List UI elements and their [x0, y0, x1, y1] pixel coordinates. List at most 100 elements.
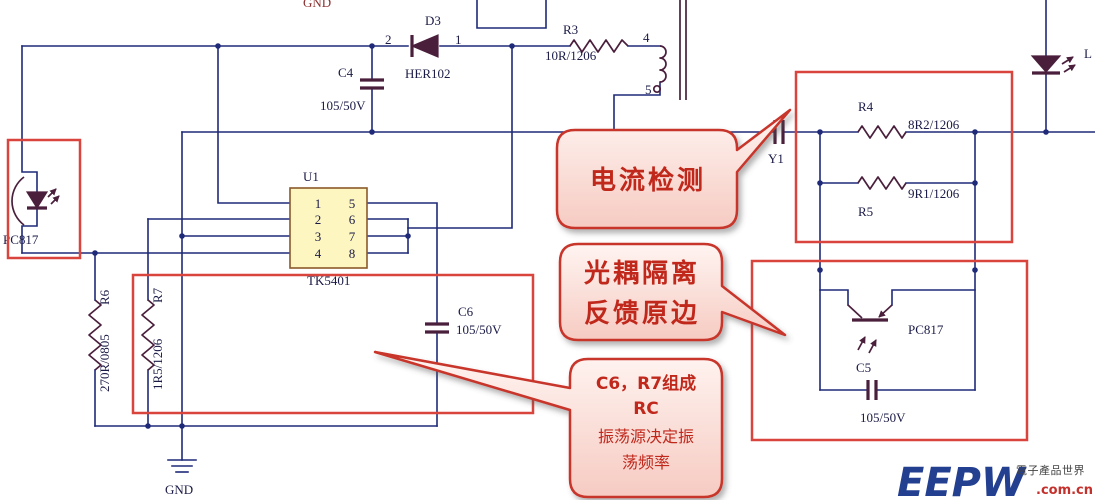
phototransistor-right-wire [891, 289, 976, 306]
u1-pin-label: 7 [349, 229, 356, 244]
r7-value-label: 1R5/1206 [150, 338, 165, 390]
junction-dot [817, 180, 823, 186]
r6-ref-label: R6 [97, 289, 112, 305]
r4-value-label: 8R2/1206 [908, 117, 960, 132]
callout-rc-oscillator: C6，R7组成 RC 振荡源决定振 荡频率 [373, 350, 724, 499]
eepw-watermark-logo: EEPW 電子產品世界 .com.cn [897, 460, 1093, 500]
u1-ref-label: U1 [303, 169, 319, 184]
resistor-r5 [857, 176, 907, 190]
light-emission-arrow [47, 188, 57, 198]
junction-dot [817, 129, 823, 135]
junction-dot [972, 180, 978, 186]
led-triangle [1030, 55, 1062, 73]
watermark-brand: EEPW [897, 460, 1027, 500]
junction-dot [215, 43, 221, 49]
u1-pin-label: 8 [349, 246, 356, 261]
junction-dot [405, 233, 411, 239]
c6-value-label: 105/50V [456, 322, 502, 337]
optocoupler-led [11, 176, 60, 226]
transformer-pin-bottom-label: 5 [645, 82, 652, 97]
callout-text: 电流检测 [590, 165, 706, 196]
u1-part-label: TK5401 [307, 273, 350, 288]
junction-dot [369, 129, 375, 135]
highlight-box-primary-optocoupler [6, 138, 82, 260]
callout-text: 光耦隔离 [583, 258, 700, 289]
callout-text: C6，R7组成 [596, 373, 696, 394]
r5-ref-label: R5 [858, 204, 873, 219]
transformer [652, 0, 687, 100]
gnd-label-bottom: GND [165, 482, 193, 497]
r3-value-label: 10R/1206 [545, 48, 597, 63]
pc817-secondary-label: PC817 [908, 322, 944, 337]
r5-value-label: 9R1/1206 [908, 186, 960, 201]
r6-value-label: 270R/0805 [97, 334, 112, 392]
drain-to-d3-wire [407, 45, 513, 229]
chip-u1-body [289, 187, 368, 269]
d3-pin-left-label: 2 [385, 32, 392, 47]
top-component-outline [476, 0, 547, 29]
light-input-arrow [857, 336, 866, 351]
callout-text: 反馈原边 [584, 299, 700, 329]
c4-value-label: 105/50V [320, 98, 366, 113]
highlight-box-rc-oscillator [131, 273, 535, 415]
resistor-r4 [857, 125, 907, 139]
watermark-domain: .com.cn [1036, 483, 1093, 498]
u1-pin-label: 1 [315, 196, 322, 211]
junction-dot [509, 43, 515, 49]
junction-dot [92, 250, 98, 256]
junction-dot [179, 423, 185, 429]
u1-pin-label: 4 [315, 246, 322, 261]
callout-text: 振荡源决定振 [598, 427, 694, 446]
phototransistor [847, 304, 893, 354]
u1-pin5-wire [366, 202, 438, 325]
diode-d3 [410, 34, 439, 58]
junction-dot [179, 233, 185, 239]
junction-dot [369, 43, 375, 49]
light-emission-arrow [1063, 64, 1076, 73]
optocoupler-outline-arc [11, 176, 25, 226]
transformer-pin-top-label: 4 [643, 30, 650, 45]
transformer-coil [659, 45, 667, 83]
light-input-arrow [868, 339, 877, 354]
u1-pin-label: 3 [315, 229, 322, 244]
callout-bubble [373, 350, 724, 499]
r4-ref-label: R4 [858, 99, 874, 114]
resistor-r6 [88, 299, 102, 371]
capacitor-c6 [425, 322, 449, 334]
callout-current-sense: 电流检测 [555, 108, 792, 230]
primary-led-anode-wire [21, 45, 38, 193]
callout-bubble [558, 242, 787, 342]
led-triangle [25, 191, 49, 210]
highlight-box-current-sense [794, 70, 1014, 244]
r3-ref-label: R3 [563, 22, 578, 37]
junction-dot [972, 129, 978, 135]
output-led [1030, 55, 1076, 75]
y1-ref-label: Y1 [768, 151, 784, 166]
callout-bubble [555, 108, 792, 230]
emitter-lead [878, 304, 893, 318]
callout-optocoupler-feedback: 光耦隔离 反馈原边 [558, 242, 787, 342]
r7-ref-label: R7 [150, 287, 165, 303]
u1-pin1-wire [217, 45, 291, 204]
resistor-r3 [569, 39, 629, 53]
u1-pin-label: 2 [315, 212, 322, 227]
light-emission-arrow [1061, 56, 1074, 65]
junction-dot [1043, 129, 1049, 135]
junction-dot [145, 423, 151, 429]
highlight-box-feedback [750, 259, 1029, 442]
resistor-r7 [141, 299, 155, 371]
ground-symbol [167, 459, 197, 473]
led-ref-label: L [1084, 46, 1092, 61]
primary-led-cathode-wire [21, 207, 38, 254]
c5-ref-label: C5 [856, 360, 871, 375]
collector-lead [847, 304, 863, 319]
callout-text: 荡频率 [622, 453, 670, 472]
watermark-tagline: 電子產品世界 [1016, 463, 1085, 477]
d3-pin-right-label: 1 [455, 32, 462, 47]
c5-value-label: 105/50V [860, 410, 906, 425]
transformer-pin-circle [652, 84, 662, 94]
junction-dot [972, 267, 978, 273]
capacitor-c4 [360, 78, 384, 90]
components [11, 0, 1076, 473]
